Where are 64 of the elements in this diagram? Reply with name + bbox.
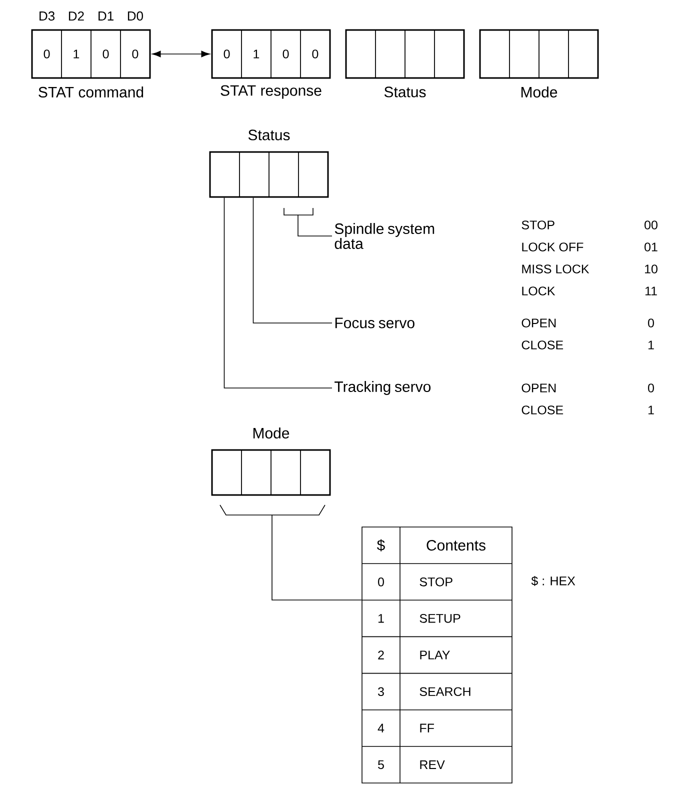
table-cell: 1 [378,614,384,623]
value-label: STOP [522,220,554,230]
bit-value: 0 [44,50,50,58]
value-label: 10 [645,264,658,274]
table-cell: Contents [426,540,486,551]
table-cell: $ [377,539,385,552]
table-cell: SETUP [420,614,460,623]
value-note: $ : HEX [531,576,576,586]
bit-value: 0 [102,50,109,58]
bit-label: D3 [40,11,55,21]
bit-label: D1 [98,12,114,20]
value-label: 0 [648,384,654,392]
leader-line [284,208,332,236]
bit-label: D2 [68,11,84,21]
table-cell: 5 [378,760,384,770]
register-box [345,29,465,98]
table-cell: PLAY [420,650,450,660]
value-label: LOCK OFF [522,242,584,252]
value-label: 00 [644,220,658,230]
bit-value: 0 [132,50,138,58]
field-label: Spindle system data [334,223,434,249]
value-label: 11 [645,286,657,296]
table-cell: 2 [378,650,384,660]
value-label: 1 [648,340,654,350]
register-box [479,29,599,98]
mode-table [362,526,512,784]
bit-value: 0 [282,50,289,58]
register-box [211,428,331,496]
value-label: LOCK [522,286,556,296]
bit-value: 1 [254,50,260,58]
leader-line [220,504,362,600]
bit-value: 1 [74,50,80,58]
value-label: CLOSE [522,406,564,414]
leader-line [252,197,332,324]
table-cell: 4 [378,724,384,732]
table-cell: REV [420,760,445,769]
register-label: Mode [521,86,558,98]
value-label: OPEN [522,384,556,392]
value-label: CLOSE [522,340,564,350]
register-box [31,29,151,98]
table-cell: FF [420,724,434,732]
table-cell: 3 [378,687,384,696]
bit-value: 0 [312,50,318,58]
value-label: 0 [648,318,654,328]
bit-label: D0 [128,11,143,21]
arrow [152,50,210,58]
register-box [209,130,329,198]
bit-value: 0 [224,50,230,58]
register-label: Status [248,130,290,140]
value-label: 1 [648,406,654,414]
table-cell: SEARCH [420,687,470,696]
register-box [211,29,331,99]
field-label: Tracking servo [334,381,431,395]
leader-line [224,197,332,388]
field-label: Focus servo [335,318,414,328]
register-label: STAT command [38,86,144,98]
value-label: 01 [644,242,658,252]
value-label: OPEN [522,318,556,328]
register-label: Status [384,86,426,98]
register-label: Mode [253,428,290,438]
table-cell: STOP [420,577,452,586]
table-cell: 0 [378,577,384,586]
value-label: MISS LOCK [522,264,590,274]
register-label: STAT response [220,85,322,99]
